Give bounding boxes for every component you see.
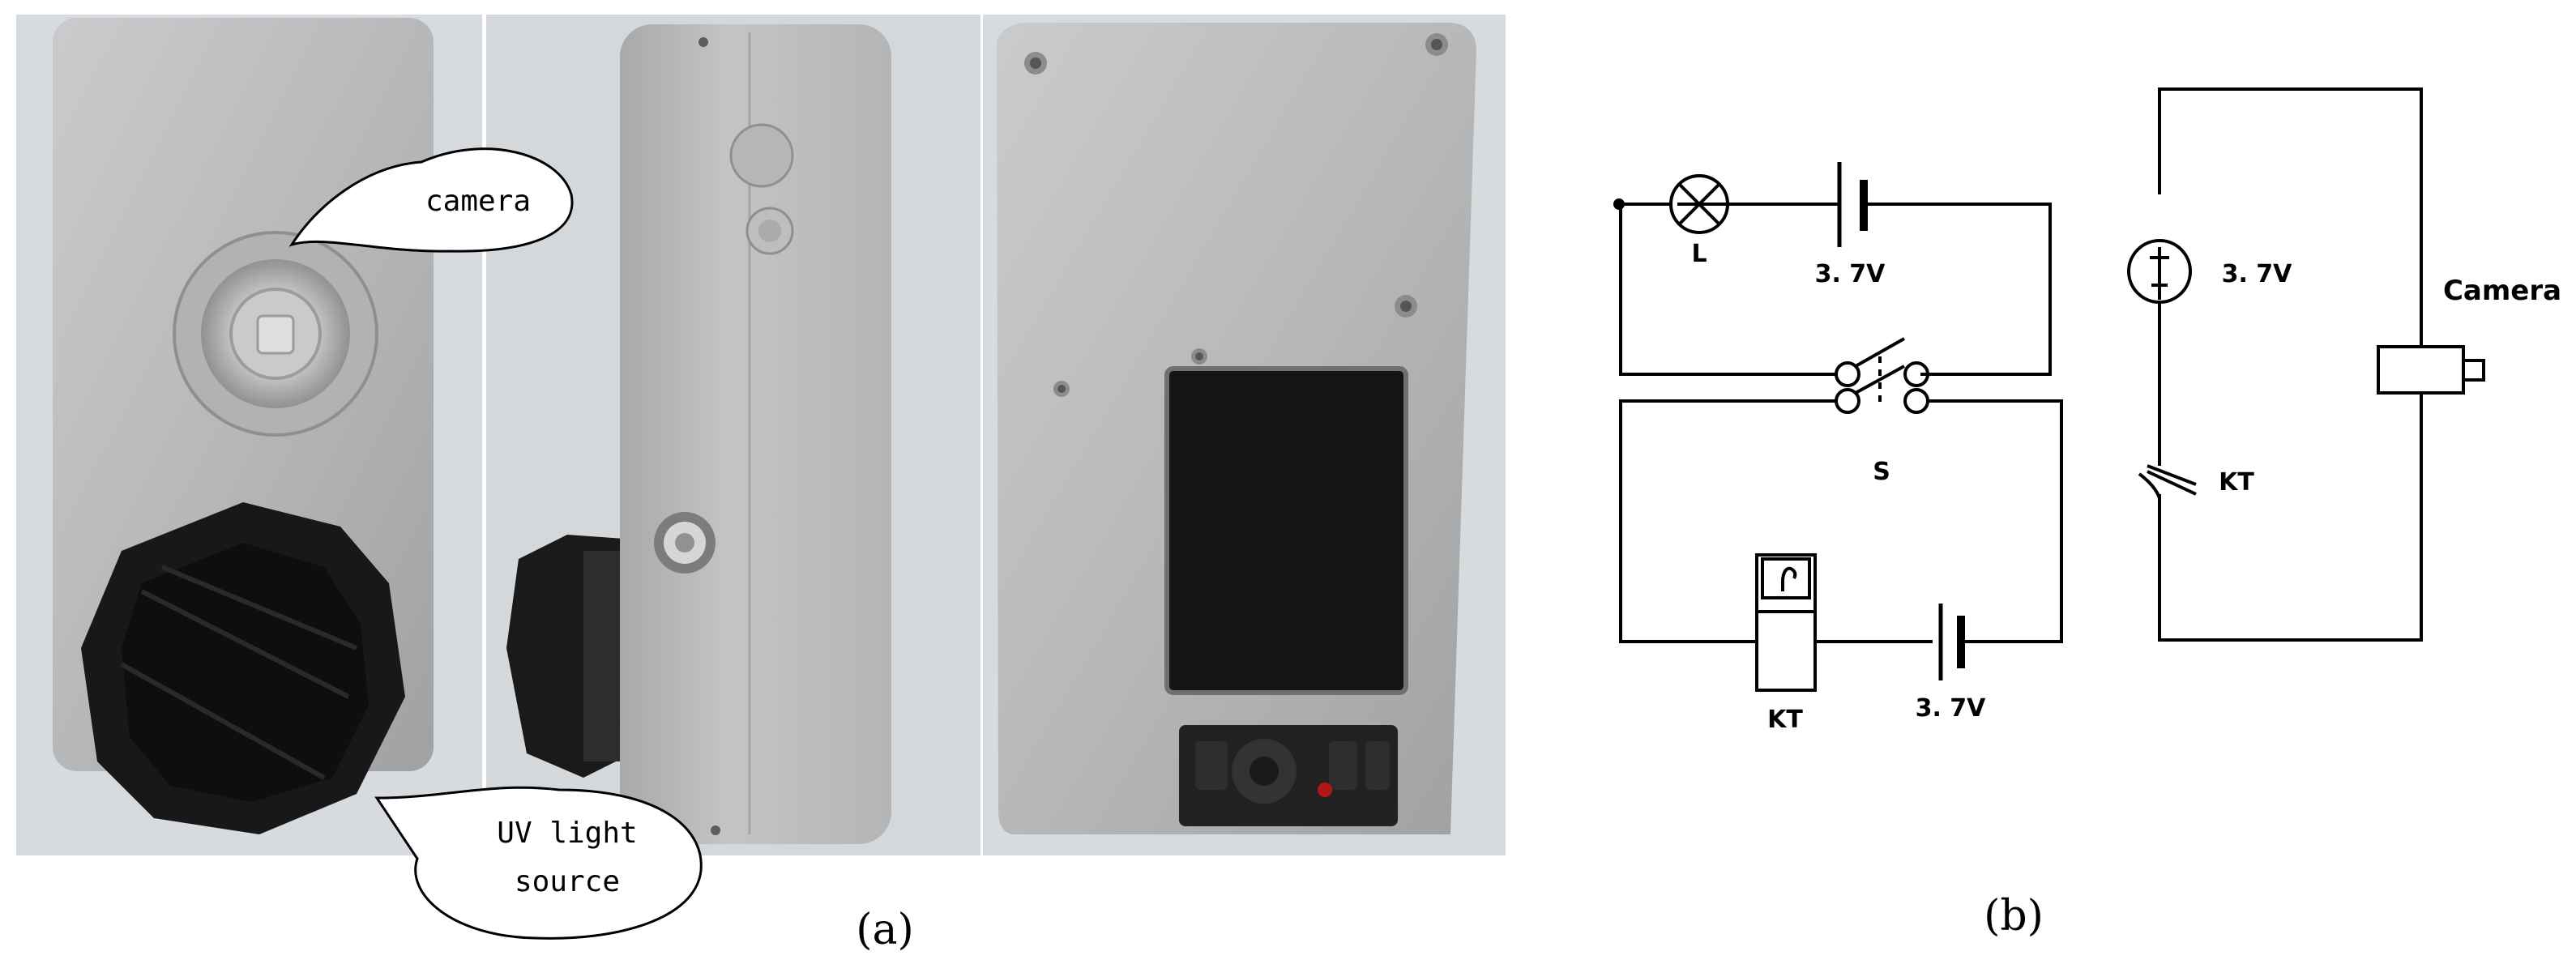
lamp-label: L <box>1691 240 1707 268</box>
camera-label: Camera <box>2443 275 2561 307</box>
power-button-icon <box>654 512 716 574</box>
display-screen <box>1164 366 1408 695</box>
callout-uv-label-line2: source <box>515 865 620 898</box>
battery-icon <box>1811 162 1868 247</box>
battery-top-label: 3. 7V <box>1815 260 1886 288</box>
uv-light-source-lens <box>81 502 405 834</box>
callout-camera-label: camera <box>425 185 531 218</box>
side-lens-protrusion <box>506 535 632 778</box>
switch-label: S <box>1873 458 1890 486</box>
callout-uv-label-line1: UV light <box>497 817 637 850</box>
screw-icon <box>1191 348 1207 365</box>
camera-icon <box>2377 345 2485 395</box>
callout-camera: camera <box>288 147 574 253</box>
battery-icon <box>1938 604 1965 680</box>
switch-icon <box>1835 337 1929 414</box>
lamp-icon <box>1669 174 1729 234</box>
contact-label: KT <box>2219 468 2254 497</box>
relay-label: KT <box>1767 706 1803 734</box>
screw-icon <box>1053 381 1070 397</box>
relay-icon <box>1755 553 1817 692</box>
source-label: 3. 7V <box>2222 260 2293 288</box>
circuit-diagram <box>1613 87 2485 692</box>
caption-b: (b) <box>1984 892 2044 941</box>
photo-front-view <box>16 15 482 855</box>
callout-uv-light-source: UV light source <box>374 786 703 940</box>
caption-a: (a) <box>856 906 914 954</box>
screw-icon <box>1425 33 1448 56</box>
control-panel <box>1179 725 1398 826</box>
photo-back-view <box>983 15 1506 855</box>
battery-bottom-label: 3. 7V <box>1916 694 1987 723</box>
screw-icon <box>1395 295 1417 318</box>
screw-icon <box>1024 52 1047 75</box>
photo-side-view <box>486 15 980 855</box>
relay-contact-icon <box>2138 464 2197 499</box>
